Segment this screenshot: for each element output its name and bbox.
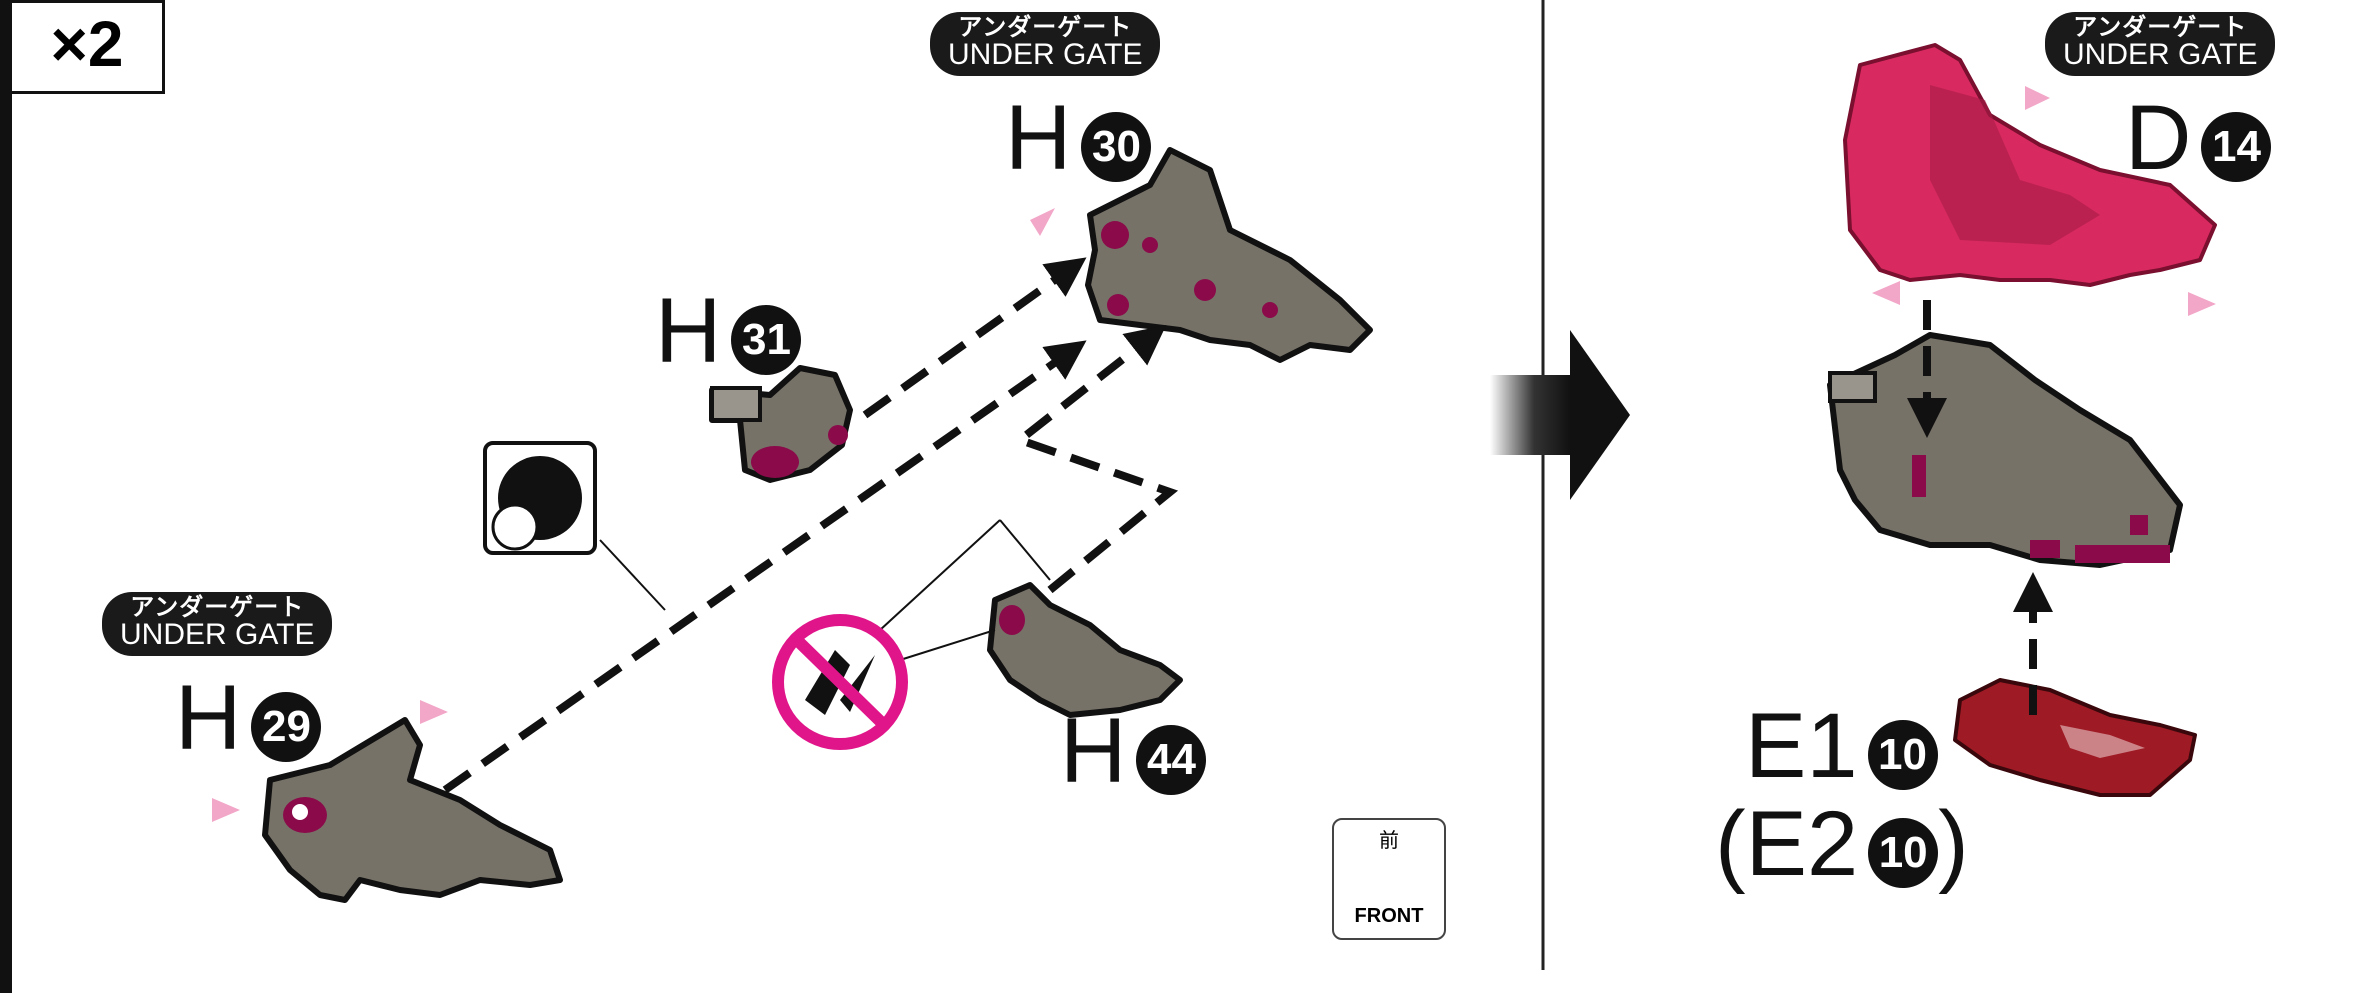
- part-number: 10: [1867, 720, 1938, 790]
- front-kanji: 前: [1379, 830, 1399, 852]
- part-number: 10: [1868, 818, 1939, 888]
- part-assembled-shape: [1827, 332, 2183, 568]
- front-marker: 前 FRONT: [1332, 818, 1446, 940]
- part-letter: D: [2125, 87, 2192, 189]
- sticker-mark-icon: [483, 441, 666, 611]
- part-number: 44: [1136, 725, 1207, 795]
- part-h29-shape: [212, 700, 563, 903]
- part-letter: E1: [1745, 695, 1858, 797]
- part-letter: H: [1060, 700, 1127, 802]
- part-h44-shape: [987, 582, 1183, 718]
- gate-label-en: UNDER GATE: [120, 618, 315, 651]
- front-text: FRONT: [1354, 905, 1424, 927]
- part-letter: E2: [1745, 793, 1859, 895]
- next-step-arrow-icon: [1490, 330, 1630, 500]
- part-number: 29: [251, 692, 322, 762]
- part-letter: H: [1005, 87, 1072, 189]
- gate-label-jp: アンダーゲート: [958, 14, 1133, 41]
- no-cut-icon: [772, 519, 1051, 750]
- paren-open: (: [1715, 793, 1746, 895]
- part-number: 14: [2201, 112, 2272, 182]
- assembly-guides: [442, 257, 1179, 794]
- part-d14-shape: [1843, 43, 2217, 316]
- gate-label-en: UNDER GATE: [2063, 38, 2258, 71]
- under-gate-label-h29: アンダーゲート UNDER GATE: [102, 592, 333, 656]
- part-letter: H: [655, 280, 722, 382]
- right-assembly-guides: [1907, 300, 2053, 715]
- under-gate-label-h30: アンダーゲート UNDER GATE: [930, 12, 1161, 76]
- gate-label-jp: アンダーゲート: [130, 594, 305, 621]
- part-letter: H: [175, 667, 242, 769]
- part-h31-shape: [709, 365, 853, 483]
- paren-close: ): [1938, 793, 1969, 895]
- page-edge-bar: [0, 0, 12, 993]
- quantity-badge: ×2: [0, 0, 165, 94]
- part-number: 30: [1081, 112, 1152, 182]
- part-h30-shape: [1030, 147, 1373, 363]
- part-number: 31: [731, 305, 802, 375]
- gate-label-en: UNDER GATE: [948, 38, 1143, 71]
- gate-label-jp: アンダーゲート: [2073, 14, 2248, 41]
- under-gate-label-d14: アンダーゲート UNDER GATE: [2045, 12, 2276, 76]
- part-e1-shape: [1953, 678, 2197, 797]
